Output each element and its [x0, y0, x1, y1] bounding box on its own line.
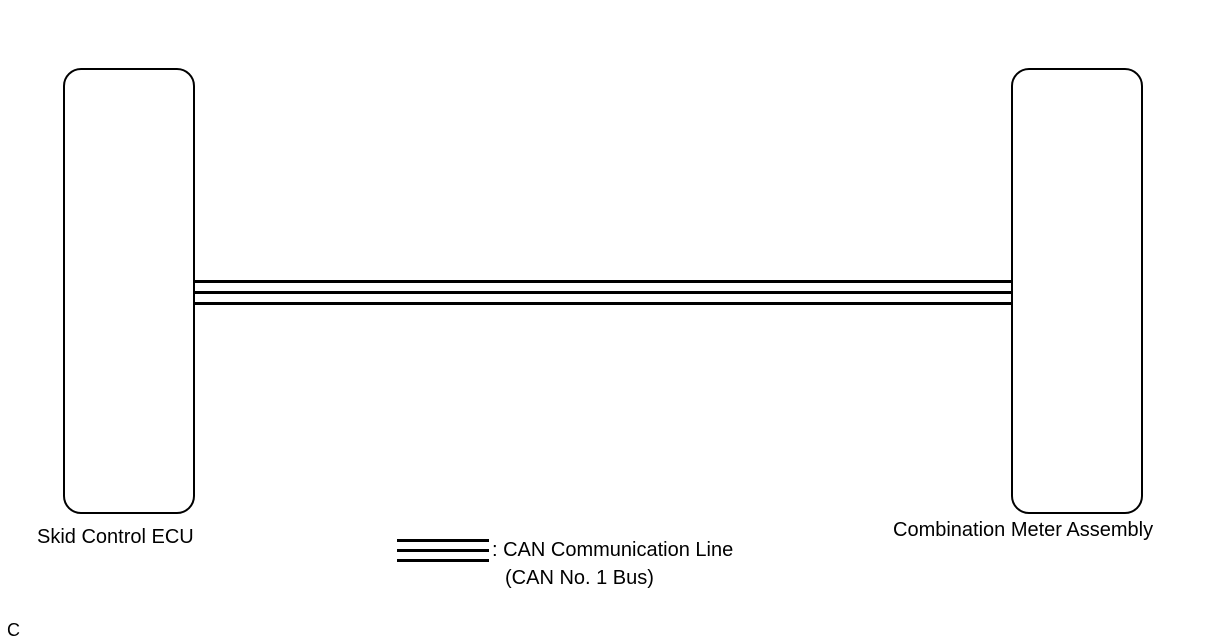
legend-label: : CAN Communication Line: [492, 539, 734, 561]
can-line-middle: [195, 291, 1011, 294]
can-line-top: [195, 280, 1011, 283]
legend-can-line-symbol: [397, 539, 489, 563]
legend-sublabel: (CAN No. 1 Bus): [505, 567, 654, 589]
can-line-bottom: [195, 302, 1011, 305]
skid-control-ecu-box: [63, 68, 195, 514]
skid-control-ecu-label: Skid Control ECU: [37, 526, 194, 548]
corner-mark: C: [7, 620, 20, 640]
can-communication-line: [195, 280, 1011, 306]
combination-meter-assembly-label: Combination Meter Assembly: [893, 519, 1154, 541]
combination-meter-assembly-box: [1011, 68, 1143, 514]
